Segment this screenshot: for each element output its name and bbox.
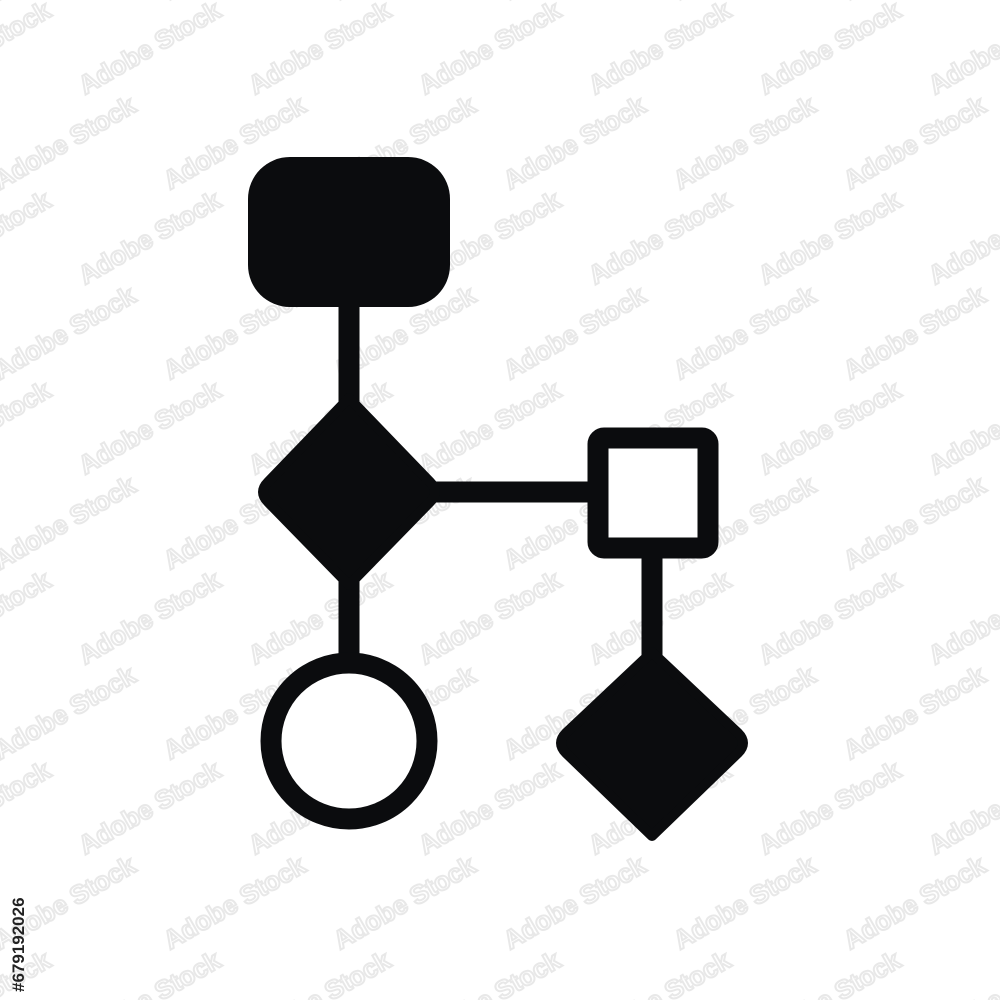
- watermark-mark: Adobe Stock: [328, 849, 481, 955]
- watermark-mark: Adobe Stock: [583, 184, 736, 290]
- watermark-mark: Adobe Stock: [838, 659, 991, 765]
- watermark-mark: Adobe Stock: [583, 0, 736, 100]
- watermark-mark: Adobe Stock: [668, 0, 821, 5]
- watermark-mark: Adobe Stock: [0, 89, 141, 195]
- watermark-mark: Adobe Stock: [73, 374, 226, 480]
- watermark-mark: Adobe Stock: [838, 89, 991, 195]
- watermark-mark: Adobe Stock: [0, 279, 141, 385]
- watermark-mark: Adobe Stock: [243, 564, 396, 670]
- watermark-mark: Adobe Stock: [328, 0, 481, 5]
- watermark-mark: Adobe Stock: [838, 849, 991, 955]
- watermark-mark: Adobe Stock: [498, 0, 651, 5]
- watermark-mark: Adobe Stock: [583, 944, 736, 1000]
- flowchart-diagram: [248, 157, 748, 841]
- stock-id-label: #679192026: [9, 897, 28, 992]
- watermark-mark: Adobe Stock: [73, 184, 226, 290]
- watermark-mark: Adobe Stock: [73, 0, 226, 100]
- watermark-mark: Adobe Stock: [0, 659, 141, 765]
- watermark-mark: Adobe Stock: [413, 0, 566, 100]
- watermark-mark: Adobe Stock: [923, 754, 1000, 860]
- watermark-mark: Adobe Stock: [0, 564, 56, 670]
- watermark-mark: Adobe Stock: [0, 0, 141, 5]
- watermark-mark: Adobe Stock: [838, 469, 991, 575]
- watermark-mark: Adobe Stock: [753, 944, 906, 1000]
- watermark-mark: Adobe Stock: [0, 374, 56, 480]
- watermark-mark: Adobe Stock: [413, 944, 566, 1000]
- watermark-mark: Adobe Stock: [753, 184, 906, 290]
- watermark-mark: Adobe Stock: [413, 754, 566, 860]
- watermark-mark: Adobe Stock: [73, 944, 226, 1000]
- watermark-mark: Adobe Stock: [158, 0, 311, 5]
- watermark-mark: Adobe Stock: [923, 184, 1000, 290]
- process-node: [587, 427, 719, 559]
- watermark-mark: Adobe Stock: [413, 564, 566, 670]
- watermark-mark: Adobe Stock: [668, 279, 821, 385]
- watermark-mark: Adobe Stock: [668, 849, 821, 955]
- watermark-mark: Adobe Stock: [753, 0, 906, 100]
- watermark-mark: Adobe Stock: [0, 469, 141, 575]
- watermark-mark: Adobe Stock: [923, 0, 1000, 100]
- watermark-mark: Adobe Stock: [243, 944, 396, 1000]
- watermark-mark: Adobe Stock: [923, 564, 1000, 670]
- end-node: [260, 652, 438, 830]
- start-node: [248, 157, 450, 307]
- watermark-mark: Adobe Stock: [838, 279, 991, 385]
- decision-node-2: [556, 647, 748, 841]
- watermark-mark: Adobe Stock: [923, 374, 1000, 480]
- decision-node-1: [258, 393, 440, 590]
- watermark-mark: Adobe Stock: [498, 849, 651, 955]
- watermark-mark: Adobe Stock: [158, 849, 311, 955]
- watermark-mark: Adobe Stock: [243, 0, 396, 100]
- watermark-mark: Adobe Stock: [498, 279, 651, 385]
- watermark-mark: Adobe Stock: [0, 0, 56, 100]
- watermark-mark: Adobe Stock: [753, 754, 906, 860]
- watermark-mark: Adobe Stock: [838, 0, 991, 5]
- watermark-mark: Adobe Stock: [73, 564, 226, 670]
- watermark-mark: Adobe Stock: [668, 89, 821, 195]
- watermark-mark: Adobe Stock: [413, 374, 566, 480]
- watermark-mark: Adobe Stock: [498, 89, 651, 195]
- stock-id-text: #679192026: [9, 897, 28, 992]
- watermark-mark: Adobe Stock: [0, 184, 56, 290]
- watermark-mark: Adobe Stock: [73, 754, 226, 860]
- watermark-mark: Adobe Stock: [753, 374, 906, 480]
- watermark-mark: Adobe Stock: [923, 944, 1000, 1000]
- watermark-mark: Adobe Stock: [753, 564, 906, 670]
